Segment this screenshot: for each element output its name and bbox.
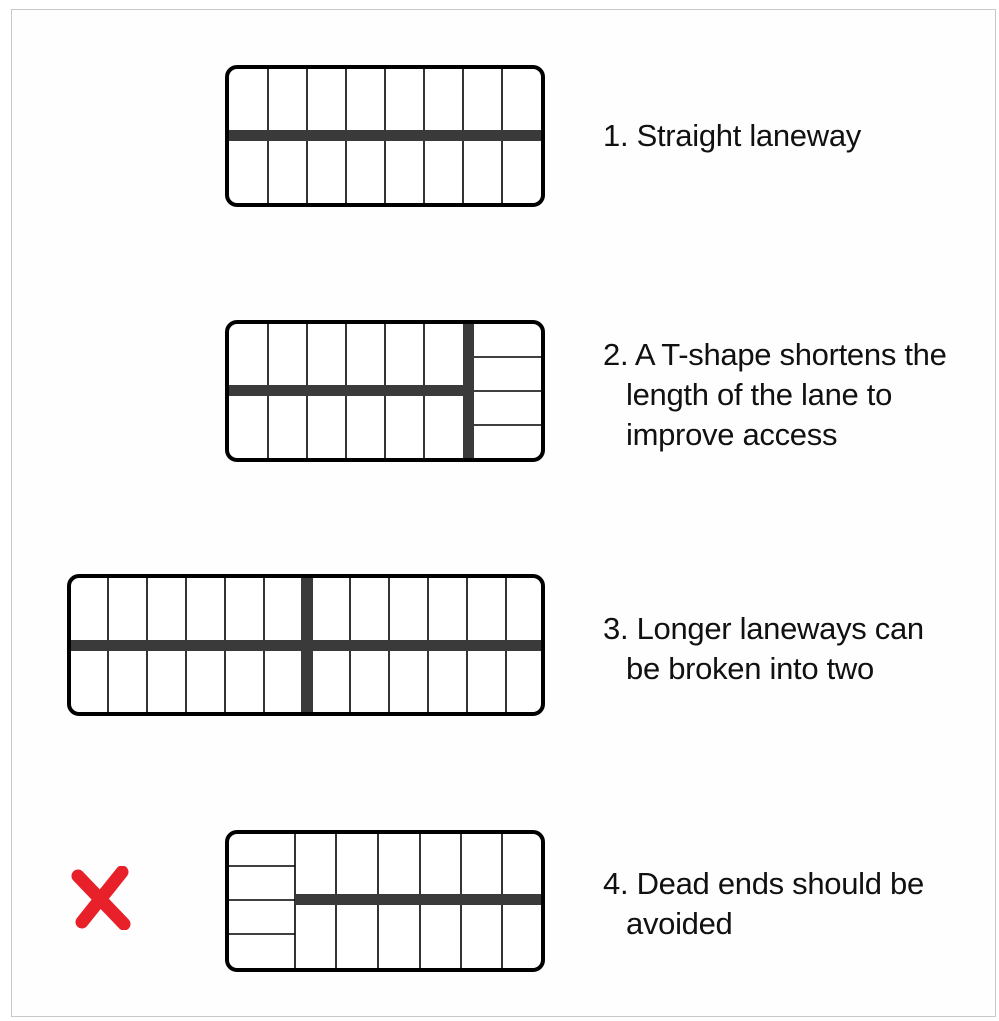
label-dead-end: 4. Dead ends should be avoided: [603, 864, 924, 944]
lane: [229, 385, 465, 396]
item-text: Dead ends should be: [636, 866, 925, 901]
item-text: be broken into two: [626, 651, 874, 686]
diagram-straight-laneway: [225, 65, 545, 207]
lane: [301, 578, 313, 712]
lane: [229, 130, 541, 141]
lot-lines: [229, 834, 503, 968]
label-broken-laneway: 3. Longer laneways can be broken into tw…: [603, 609, 924, 689]
item-text: improve access: [626, 417, 838, 452]
item-text: Longer laneways can: [636, 611, 925, 646]
diagram-dead-end: [225, 830, 545, 972]
cross-icon: [71, 866, 131, 930]
diagram-broken-laneway: [67, 574, 545, 716]
diagram-t-shape: [225, 320, 545, 462]
item-text: Straight laneway: [636, 118, 862, 153]
lane: [463, 324, 474, 458]
item-text: length of the lane to: [626, 377, 893, 412]
lot-lines: [267, 69, 503, 203]
item-text: avoided: [626, 906, 733, 941]
item-number: 4.: [603, 866, 629, 901]
item-text: A T-shape shortens the: [634, 337, 947, 372]
lane: [295, 894, 541, 905]
item-number: 2.: [603, 337, 629, 372]
lot-lines: [267, 324, 541, 458]
label-t-shape: 2. A T-shape shortens the length of the …: [603, 335, 947, 455]
label-straight-laneway: 1. Straight laneway: [603, 116, 861, 156]
item-number: 3.: [603, 611, 629, 646]
item-number: 1.: [603, 118, 629, 153]
lot-lines: [107, 578, 507, 712]
